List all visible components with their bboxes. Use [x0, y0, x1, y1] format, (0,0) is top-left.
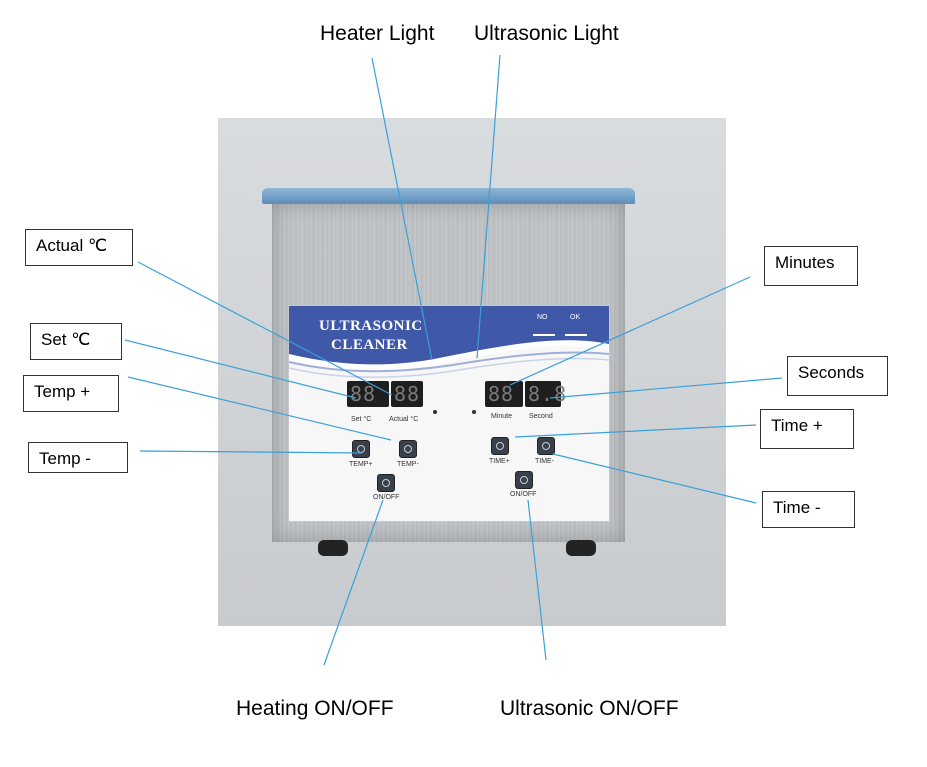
ultrasonic-light-indicator — [472, 410, 476, 414]
heating-power-label: ON/OFF — [373, 494, 400, 501]
time-plus-callout: Time + — [760, 409, 854, 449]
seconds-leader — [549, 377, 783, 399]
heater-light-label: Heater Light — [320, 22, 435, 45]
control-panel: ULTRASONIC CLEANER NO OK 88 88 Set °C Ac… — [288, 305, 610, 522]
temp-minus-button[interactable] — [399, 440, 417, 458]
temp-minus-label: TEMP- — [397, 461, 419, 468]
heating-onoff-label: Heating ON/OFF — [236, 697, 394, 720]
actual-temp-display: 88 — [391, 381, 423, 407]
ok-wash-icon: OK — [565, 314, 587, 336]
ultrasonic-light-label: Ultrasonic Light — [474, 22, 619, 45]
time-minus-button[interactable] — [537, 437, 555, 455]
ultrasonic-power-label: ON/OFF — [510, 491, 537, 498]
temp-plus-callout: Temp + — [23, 375, 119, 412]
left-foot — [318, 540, 348, 556]
actual-temp-label: Actual °C — [389, 416, 419, 423]
ultrasonic-light-leader — [476, 54, 501, 359]
set-temp-callout: Set ℃ — [30, 323, 122, 360]
temp-plus-leader — [127, 376, 392, 441]
heating-onoff-leader — [323, 499, 384, 666]
set-temp-label: Set °C — [351, 416, 372, 423]
temp-plus-label: TEMP+ — [349, 461, 373, 468]
second-display: 8.8 — [525, 381, 566, 407]
ultrasonic-onoff-label: Ultrasonic ON/OFF — [500, 697, 679, 720]
time-plus-leader — [514, 424, 757, 438]
set-temp-display: 88 — [347, 381, 389, 407]
panel-title-line2: CLEANER — [331, 337, 408, 353]
temp-minus-callout: Temp - — [28, 442, 128, 473]
seconds-callout: Seconds — [787, 356, 888, 396]
temp-minus-leader — [139, 450, 363, 454]
minutes-callout: Minutes — [764, 246, 858, 286]
time-minus-label: TIME- — [535, 458, 555, 465]
tank-lid-rim — [262, 188, 635, 204]
time-plus-label: TIME+ — [489, 458, 510, 465]
no-wash-icon: NO — [533, 314, 555, 336]
time-plus-button[interactable] — [491, 437, 509, 455]
time-minus-callout: Time - — [762, 491, 855, 528]
right-foot — [566, 540, 596, 556]
actual-temp-callout: Actual ℃ — [25, 229, 133, 266]
set-temp-leader — [124, 339, 357, 399]
panel-title-line1: ULTRASONIC — [319, 318, 423, 334]
heater-light-indicator — [433, 410, 437, 414]
second-label: Second — [529, 413, 553, 420]
actual-temp-leader — [137, 261, 393, 396]
heater-light-leader — [371, 57, 433, 361]
ultrasonic-power-button[interactable] — [515, 471, 533, 489]
minute-display: 88 — [485, 381, 523, 407]
ultrasonic-onoff-leader — [527, 499, 547, 661]
minutes-leader — [509, 276, 751, 386]
minute-label: Minute — [491, 413, 513, 420]
time-minus-leader — [552, 453, 757, 504]
heating-power-button[interactable] — [377, 474, 395, 492]
